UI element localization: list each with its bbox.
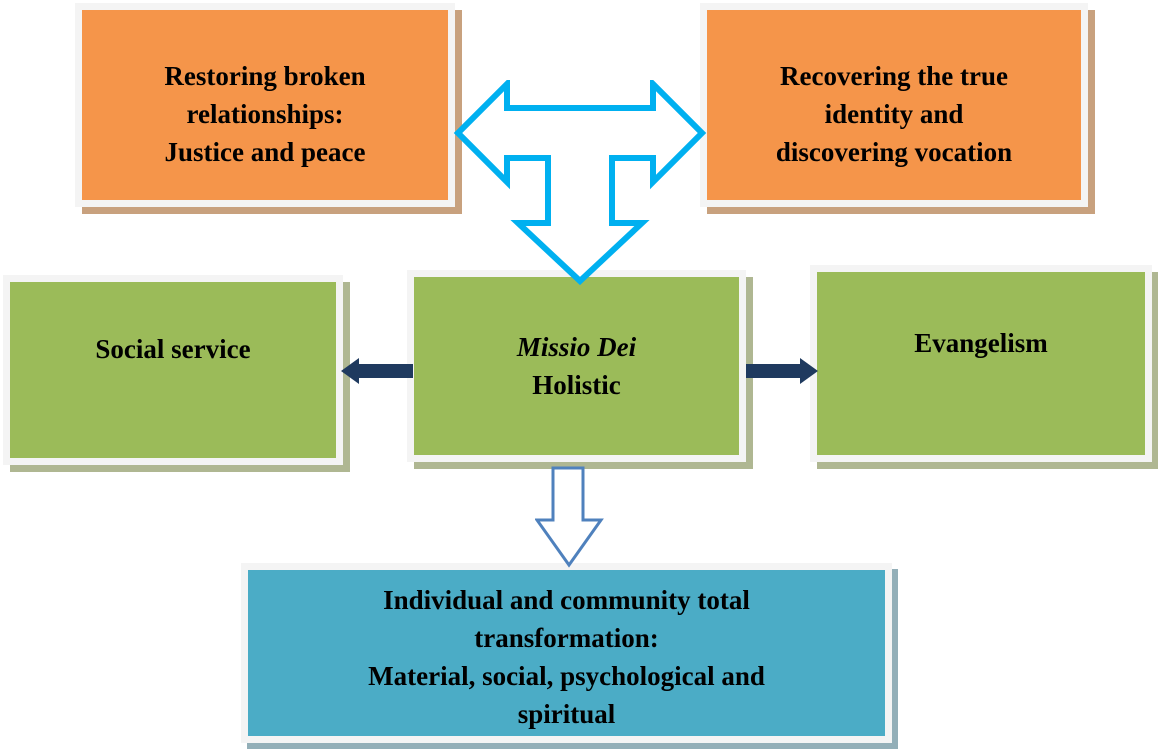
- box-recovering-fill: Recovering the true identity and discove…: [707, 10, 1081, 200]
- box-social-service-text: Social service: [95, 330, 250, 368]
- box-line: Restoring broken: [164, 61, 366, 91]
- box-evangelism-text: Evangelism: [914, 324, 1048, 362]
- box-line: discovering vocation: [775, 137, 1013, 167]
- box-line: relationships:: [186, 99, 344, 129]
- box-line: Recovering the true: [780, 61, 1008, 91]
- box-line: Individual and community total: [383, 585, 750, 615]
- box-missio-dei-text: Missio Dei Holistic: [517, 328, 636, 404]
- box-evangelism-fill: Evangelism: [817, 272, 1145, 455]
- box-line-holistic: Holistic: [532, 370, 621, 400]
- box-line: identity and: [824, 99, 964, 129]
- box-evangelism: Evangelism: [810, 265, 1152, 462]
- block-arrow-right-icon: [746, 358, 818, 384]
- block-arrow-left-icon: [341, 358, 413, 384]
- box-restoring-relationships: Restoring broken relationships: Justice …: [75, 3, 455, 207]
- left-right-down-arrow-icon: [453, 80, 707, 286]
- box-transformation-text: Individual and community total transform…: [368, 581, 765, 733]
- outline-arrow-down-icon: [535, 466, 604, 568]
- box-restoring-fill: Restoring broken relationships: Justice …: [82, 10, 448, 200]
- box-missio-dei-fill: Missio Dei Holistic: [414, 277, 739, 455]
- box-recovering-identity: Recovering the true identity and discove…: [700, 3, 1088, 207]
- box-line: transformation:: [474, 623, 659, 653]
- box-line: spiritual: [517, 699, 616, 729]
- box-line-missio-dei: Missio Dei: [516, 332, 637, 362]
- box-transformation: Individual and community total transform…: [241, 563, 892, 743]
- box-line: Material, social, psychological and: [368, 661, 765, 691]
- box-line: Evangelism: [914, 327, 1048, 358]
- box-social-service: Social service: [3, 275, 343, 465]
- box-line: Social service: [95, 334, 251, 364]
- box-line: Justice and peace: [164, 137, 366, 167]
- box-restoring-text: Restoring broken relationships: Justice …: [164, 57, 365, 171]
- box-missio-dei: Missio Dei Holistic: [407, 270, 746, 462]
- box-social-service-fill: Social service: [10, 282, 336, 458]
- box-recovering-text: Recovering the true identity and discove…: [776, 57, 1012, 171]
- box-transformation-fill: Individual and community total transform…: [248, 570, 885, 736]
